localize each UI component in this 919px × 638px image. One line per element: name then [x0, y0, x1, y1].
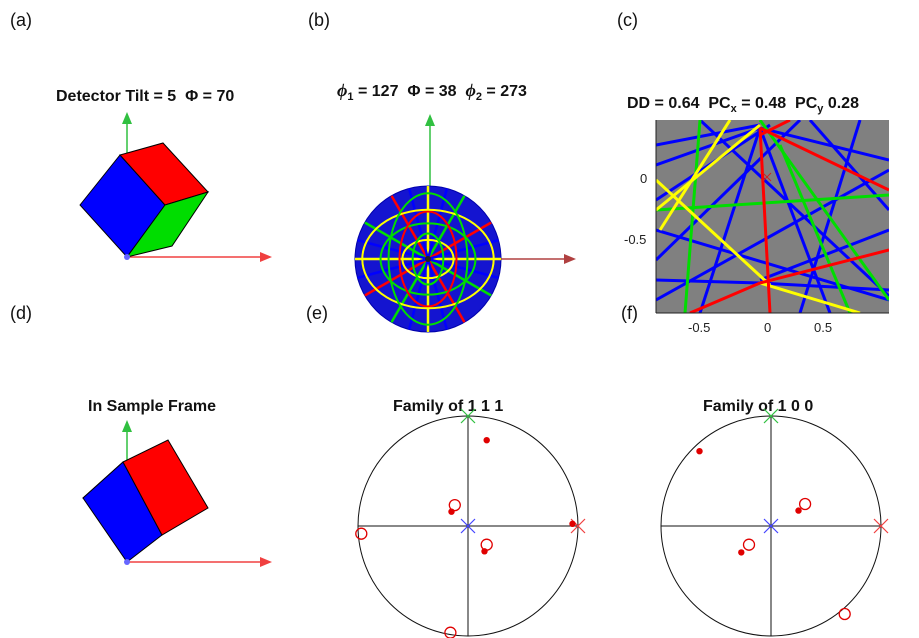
- panel-c-band-line: [656, 178, 772, 287]
- title-b-bigphi: 38: [438, 83, 457, 100]
- panel-d-origin: [124, 559, 130, 565]
- pf-f-z-axis-marker: [763, 518, 779, 534]
- pf-e-y-axis-marker: [460, 408, 476, 424]
- panel-a-z-arrowhead: [122, 112, 132, 124]
- panel-b-x-arrowhead: [564, 254, 576, 264]
- title-c-pcx-sub: x: [730, 103, 737, 116]
- title-b-phi1-sub: 1: [347, 91, 354, 104]
- pf-f-pole-open: [742, 538, 756, 551]
- title-e: Family of 1 1 1: [393, 398, 504, 415]
- panel-d-cube-diagram: [82, 420, 272, 567]
- panel-b-sphere-diagram: [354, 114, 576, 333]
- title-b-phi1: 127: [371, 83, 399, 100]
- panel-b-band-ring: [379, 222, 477, 296]
- panel-c-band-line: [656, 168, 889, 302]
- panel-e-pole-figure: [355, 408, 586, 638]
- panel-c-band-line: [656, 193, 889, 212]
- panel-c-band-line: [778, 144, 852, 313]
- panel-c-pattern-plot: 0 -0.5 -0.5 0 0.5: [624, 120, 889, 335]
- panel-label-d: (d): [10, 303, 32, 323]
- title-c-pcy-value: 0.28: [827, 95, 859, 112]
- title-a: Detector Tilt = 5 Φ = 70: [56, 88, 234, 106]
- title-c-pcx-value: = 0.48: [741, 95, 787, 112]
- panel-f-pole-figure: [660, 408, 889, 637]
- panel-c-ytick-0: 0: [640, 171, 647, 186]
- title-c: DD = 0.64 PCx = 0.48 PCy 0.28: [627, 95, 859, 115]
- pf-e-pole-open: [448, 498, 461, 512]
- panel-a-cube-face-green: [125, 191, 210, 258]
- panel-a-x-arrowhead: [260, 252, 272, 262]
- title-b-phi2-symbol: ϕ: [465, 80, 476, 100]
- panel-c-band-line: [759, 126, 889, 192]
- panel-c-xtick-0: 0: [764, 320, 771, 335]
- pf-e-pole-filled: [569, 520, 576, 527]
- panel-c-band-line: [656, 126, 761, 167]
- panel-c-xtick-05: 0.5: [814, 320, 832, 335]
- panel-c-band-line: [758, 127, 832, 313]
- panel-label-e: (e): [306, 303, 328, 323]
- title-c-pcy-label: PC: [795, 95, 818, 112]
- panel-d-z-arrowhead: [122, 420, 132, 432]
- panel-c-band-line: [759, 120, 791, 137]
- panel-c-band-line: [658, 120, 732, 231]
- panel-d-cube-face-red: [122, 439, 209, 536]
- panel-c-band-line: [683, 120, 702, 313]
- title-b-phi2: 273: [500, 83, 527, 100]
- panel-c-band-line: [759, 248, 889, 285]
- panel-label-a: (a): [10, 10, 32, 30]
- panel-label-c: (c): [617, 10, 638, 30]
- pf-f-x-axis-marker: [873, 518, 889, 534]
- panel-c-band-line: [656, 123, 761, 147]
- panel-c-band-line: [656, 278, 761, 285]
- title-a-tilt: 5: [167, 88, 177, 105]
- panel-c-band-line: [759, 126, 889, 162]
- title-a-mid: Φ =: [185, 88, 217, 105]
- pf-e-pole-open: [355, 527, 368, 540]
- title-a-prefix: Detector Tilt =: [56, 88, 168, 105]
- panel-b-band-ring: [387, 192, 469, 326]
- title-c-pcy-sub: y: [817, 103, 824, 116]
- title-b: ϕ1 = 127 Φ = 38 ϕ2 = 273: [337, 80, 527, 104]
- title-b-bigphi-symbol: Φ: [407, 83, 421, 100]
- panel-label-f: (f): [621, 303, 638, 323]
- pf-f-pole-open: [798, 497, 812, 511]
- pf-f-pole-filled: [738, 549, 745, 556]
- panel-b-z-arrowhead: [425, 114, 435, 126]
- panel-c-band-line: [758, 120, 889, 301]
- pf-e-pole-filled: [483, 437, 490, 444]
- panel-b-band-ring: [361, 208, 495, 310]
- panel-c-ytick-neg05: -0.5: [624, 232, 646, 247]
- panel-c-band-line: [689, 281, 761, 313]
- panel-b-center-dot: [425, 256, 431, 262]
- title-c-pcx-label: PC: [708, 95, 731, 112]
- title-b-phi1-symbol: ϕ: [337, 80, 348, 100]
- title-f: Family of 1 0 0: [703, 398, 814, 415]
- title-d: In Sample Frame: [88, 398, 217, 415]
- panel-b-band-ring: [411, 232, 445, 286]
- pf-f-pole-filled: [696, 448, 703, 455]
- pf-f-pole-filled: [795, 507, 802, 514]
- panel-c-bands: [656, 120, 889, 313]
- panel-d-x-arrowhead: [260, 557, 272, 567]
- pf-e-z-axis-marker: [460, 518, 476, 534]
- panel-b-band-ring: [401, 238, 455, 280]
- pf-e-x-axis-marker: [570, 518, 586, 534]
- title-a-phi: 70: [216, 88, 235, 105]
- pf-e-pole-open: [480, 538, 493, 551]
- panel-a-origin: [124, 254, 130, 260]
- panel-b-band-ring: [398, 210, 458, 308]
- title-c-dd: DD = 0.64: [627, 95, 700, 112]
- panel-label-b: (b): [308, 10, 330, 30]
- pf-f-pole-open: [838, 607, 851, 621]
- panel-c-band-line: [759, 281, 889, 292]
- title-b-phi2-sub: 2: [475, 91, 482, 104]
- panel-a-cube-diagram: [79, 112, 272, 262]
- pf-e-pole-open: [444, 626, 457, 638]
- panel-b-sphere-bands: [355, 186, 501, 332]
- panel-c-cross-b: [762, 172, 772, 182]
- panel-c-xtick-neg05: -0.5: [688, 320, 710, 335]
- pf-f-y-axis-marker: [763, 408, 779, 424]
- panel-c-band-line: [759, 281, 861, 313]
